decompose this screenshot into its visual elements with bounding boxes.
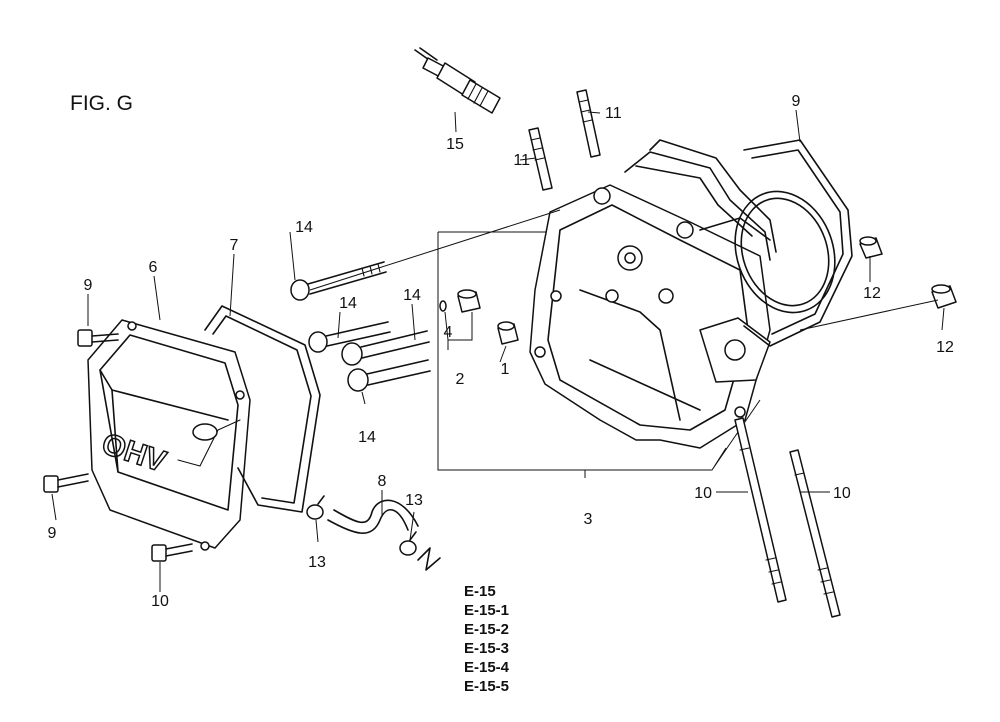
callout-13-right: 13 xyxy=(405,492,423,509)
valve-cover-drawing: OHV xyxy=(87,319,251,551)
bolt-14-b xyxy=(341,330,430,366)
dowel-pin-1 xyxy=(497,321,519,345)
stud-10-left xyxy=(734,417,787,603)
bolt-14-c xyxy=(347,359,431,392)
cross-reference-list: E-15 E-15-1 E-15-2 E-15-3 E-15-4 E-15-5 xyxy=(464,583,510,695)
cross-ref-e-15-1: E-15-1 xyxy=(464,602,509,619)
callout-10-right: 10 xyxy=(833,485,851,502)
cross-ref-e-15-4: E-15-4 xyxy=(464,659,510,676)
leader-lines xyxy=(51,109,945,592)
callout-6: 6 xyxy=(149,259,158,276)
o-ring-4 xyxy=(439,300,447,312)
callout-14-mid: 14 xyxy=(339,295,357,312)
callout-10-left: 10 xyxy=(694,485,712,502)
callout-8: 8 xyxy=(378,473,387,490)
callout-15: 15 xyxy=(446,136,464,153)
callout-1: 1 xyxy=(501,361,510,378)
callout-4: 4 xyxy=(444,324,453,341)
stud-11-right xyxy=(576,89,601,158)
callout-3: 3 xyxy=(584,511,593,528)
callout-14-top: 14 xyxy=(295,219,313,236)
valve-cover-gasket-drawing xyxy=(204,305,321,513)
bolt-14-a xyxy=(308,321,391,353)
callout-9-upper: 9 xyxy=(84,277,93,294)
callout-12-upper: 12 xyxy=(863,285,881,302)
callout-2: 2 xyxy=(456,371,465,388)
bolt-9-upper xyxy=(77,329,119,347)
dowel-pin-12-upper xyxy=(859,236,883,259)
hose-clamp-upper xyxy=(306,495,325,520)
callout-5: 9 xyxy=(792,93,801,110)
callout-9-left: 9 xyxy=(48,525,57,542)
callout-12-right: 12 xyxy=(936,339,954,356)
callout-labels: 15 11 11 9 14 7 6 9 14 14 4 2 1 14 9 10 … xyxy=(48,93,954,610)
callout-9-lower: 10 xyxy=(151,593,169,610)
bolt-9-lower xyxy=(151,543,193,562)
cross-ref-e-15-2: E-15-2 xyxy=(464,621,509,638)
cross-ref-e-15: E-15 xyxy=(464,583,496,600)
spark-plug-drawing xyxy=(414,47,501,114)
dowel-pin-2 xyxy=(457,289,481,313)
stud-10-right xyxy=(789,449,841,618)
callout-13-left: 13 xyxy=(308,554,326,571)
cylinder-head-drawing xyxy=(529,139,777,449)
stud-11-left xyxy=(528,127,553,191)
figure-title: FIG. G xyxy=(70,92,133,115)
cross-ref-e-15-5: E-15-5 xyxy=(464,678,509,695)
cross-ref-e-15-3: E-15-3 xyxy=(464,640,509,657)
callout-11-right: 11 xyxy=(605,105,622,122)
callout-11-left: 11 xyxy=(513,152,530,169)
breather-tube-drawing xyxy=(327,499,419,534)
callout-14-right: 14 xyxy=(403,287,421,304)
callout-14-low: 14 xyxy=(358,429,376,446)
assembly-bracket-3 xyxy=(437,231,761,478)
hose-clamp-lower xyxy=(399,531,417,556)
callout-7: 7 xyxy=(230,237,239,254)
cross-ref-arrow xyxy=(417,547,441,571)
dowel-pin-12-right xyxy=(931,284,957,309)
bolt-9-left xyxy=(43,473,89,493)
